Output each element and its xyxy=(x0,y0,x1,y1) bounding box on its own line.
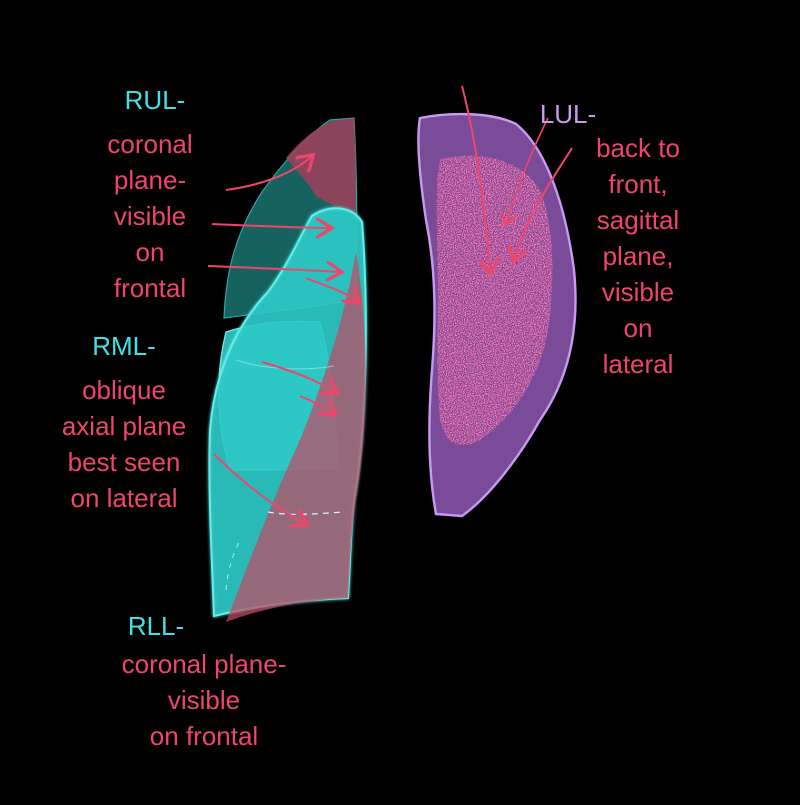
rul-line: on xyxy=(135,237,165,267)
lul-line: visible xyxy=(601,277,675,307)
rml-line: on lateral xyxy=(70,483,178,513)
rul-line: frontal xyxy=(113,273,187,303)
fissure-line xyxy=(225,539,241,591)
lul-line: plane, xyxy=(602,241,674,271)
rul-title: RUL- xyxy=(124,85,186,115)
rul-line: plane- xyxy=(113,165,187,195)
rul-plane-overlay xyxy=(286,118,356,214)
rul-label: RUL- xyxy=(110,82,200,118)
rll-label: RLL- xyxy=(116,608,196,644)
arrow xyxy=(261,361,336,392)
lul-line: sagittal xyxy=(596,205,680,235)
rml-description: oblique axial plane best seen on lateral xyxy=(44,372,204,516)
rul-description: coronal plane- visible on frontal xyxy=(92,126,208,306)
rll-plane-overlay xyxy=(226,252,366,622)
arrow xyxy=(299,395,334,414)
lul-line: back to xyxy=(596,133,680,163)
rml-title: RML- xyxy=(92,331,156,361)
lul-line: on xyxy=(623,313,653,343)
lul-title: LUL- xyxy=(539,99,597,129)
lul-line: lateral xyxy=(602,349,674,379)
arrow xyxy=(506,117,549,224)
rml-label: RML- xyxy=(84,328,164,364)
rml-line: axial plane xyxy=(61,411,187,441)
arrow xyxy=(225,156,312,191)
rll-line: visible xyxy=(167,685,241,715)
rml-line: best seen xyxy=(67,447,181,477)
rll-description: coronal plane- visible on frontal xyxy=(100,646,308,754)
rll-title: RLL- xyxy=(127,611,185,641)
rul-line: coronal xyxy=(107,129,193,159)
rul-line: visible xyxy=(113,201,187,231)
rml-line: oblique xyxy=(82,375,166,405)
arrow xyxy=(514,147,573,260)
lul-description: back to front, sagittal plane, visible o… xyxy=(578,130,698,382)
lul-label: LUL- xyxy=(528,96,608,132)
arrow xyxy=(305,277,358,302)
arrow xyxy=(461,85,490,272)
lul-stipple xyxy=(436,155,553,446)
arrow xyxy=(207,266,340,272)
rll-line: on frontal xyxy=(149,721,259,751)
arrow xyxy=(213,453,306,524)
arrow xyxy=(211,224,330,228)
rll-line: coronal plane- xyxy=(121,649,287,679)
lul-line: front, xyxy=(608,169,668,199)
